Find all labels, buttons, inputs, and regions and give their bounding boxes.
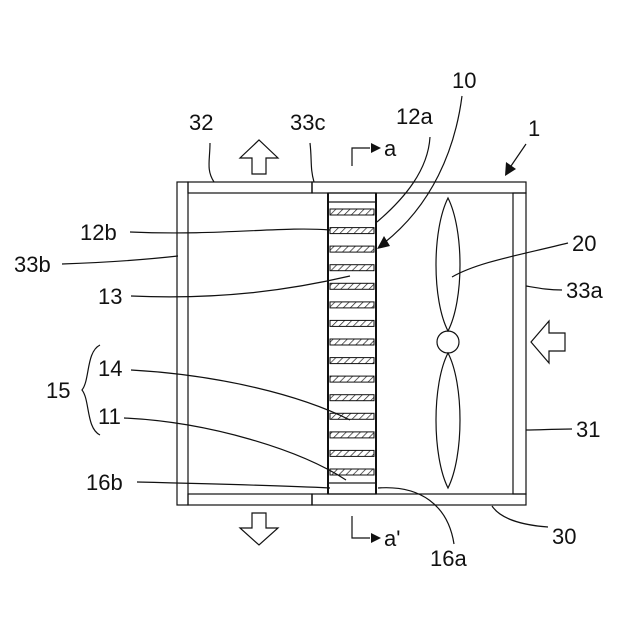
airflow-up-arrow	[240, 140, 278, 174]
section-marker-a	[352, 143, 381, 166]
fan-hub	[437, 331, 459, 353]
reference-arrow-10	[377, 236, 390, 249]
fin	[330, 339, 374, 345]
label-32: 32	[189, 110, 213, 135]
fin	[330, 358, 374, 364]
fin-group	[330, 209, 374, 475]
fin	[330, 395, 374, 401]
fin	[330, 265, 374, 271]
label-12b: 12b	[80, 220, 117, 245]
fan	[436, 198, 460, 488]
label-31: 31	[576, 417, 600, 442]
airflow-inlet-arrow	[531, 321, 565, 363]
label-12a: 12a	[396, 104, 433, 129]
fin	[330, 246, 374, 252]
fin	[330, 302, 374, 308]
label-30: 30	[552, 524, 576, 549]
fin	[330, 320, 374, 326]
right-inlet-grille	[513, 193, 526, 494]
label-a: a	[384, 136, 397, 161]
header-bottom	[328, 483, 376, 494]
label-a-prime: a'	[384, 526, 400, 551]
label-16b: 16b	[86, 470, 123, 495]
airflow-down-arrow	[240, 513, 278, 545]
top-wall	[312, 182, 526, 193]
fin	[330, 228, 374, 234]
label-15: 15	[46, 378, 70, 403]
fin	[330, 209, 374, 215]
bottom-wall	[312, 494, 526, 505]
label-33b: 33b	[14, 252, 51, 277]
label-16a: 16a	[430, 546, 467, 571]
fin	[330, 432, 374, 438]
label-33c: 33c	[290, 110, 325, 135]
label-10: 10	[452, 68, 476, 93]
section-marker-a-prime	[352, 516, 381, 543]
label-1: 1	[528, 116, 540, 141]
fin	[330, 450, 374, 456]
reference-labels: 32 33c 12a 10 1 a a' 12b 33b 13 20 33a 1…	[14, 68, 603, 571]
fan-blade-upper	[436, 198, 460, 331]
fin	[330, 283, 374, 289]
fin	[330, 376, 374, 382]
heat-exchanger	[328, 193, 376, 494]
header-top	[328, 193, 376, 202]
top-outlet-grille	[188, 182, 312, 193]
label-13: 13	[98, 284, 122, 309]
left-wall	[177, 182, 188, 505]
label-20: 20	[572, 231, 596, 256]
fan-blade-lower	[436, 353, 460, 488]
label-14: 14	[98, 356, 122, 381]
reference-arrow-1	[505, 162, 516, 176]
label-11: 11	[98, 404, 121, 429]
label-33a: 33a	[566, 278, 603, 303]
bottom-outlet-grille	[188, 494, 312, 505]
leader-lines	[62, 137, 572, 544]
